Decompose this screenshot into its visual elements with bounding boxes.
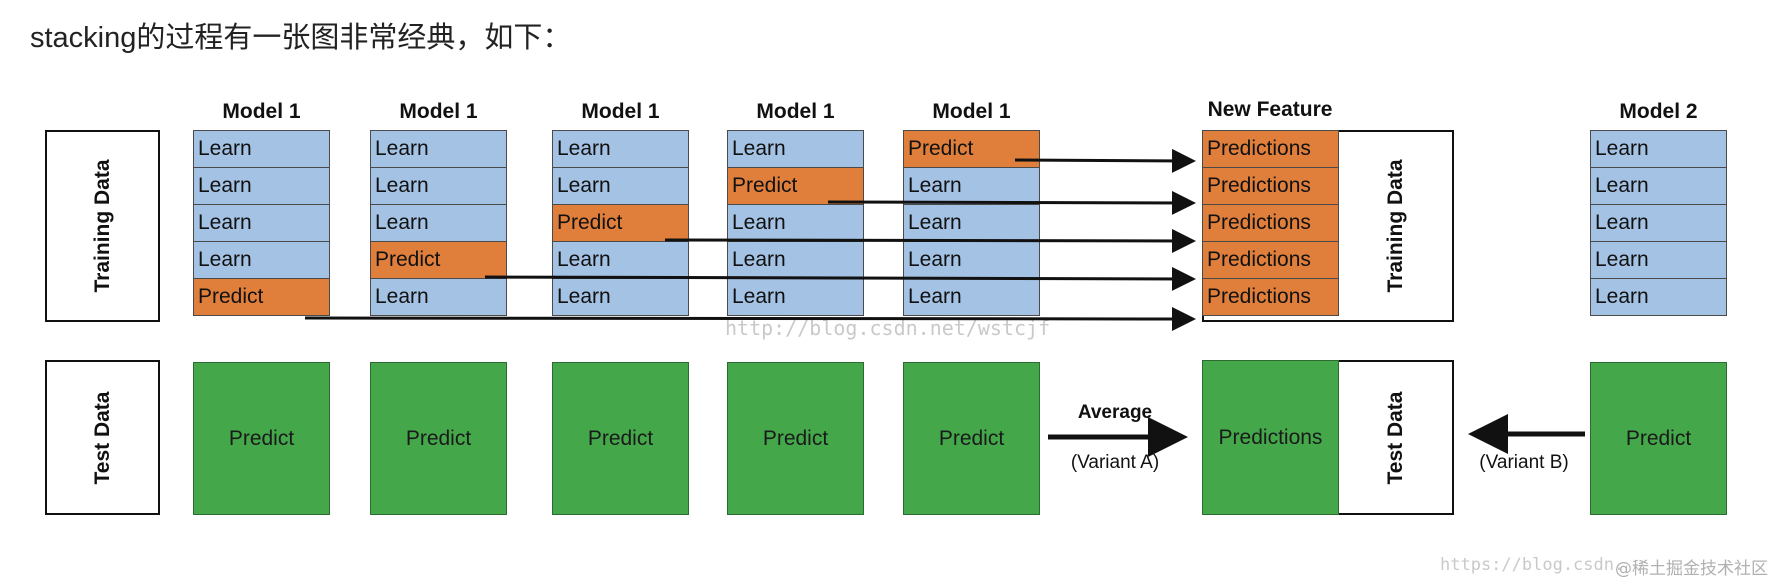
test-predict-box: Predict bbox=[903, 362, 1040, 515]
model1-train-column: Learn Learn Learn Learn Predict bbox=[193, 130, 330, 316]
intro-text: stacking的过程有一张图非常经典，如下： bbox=[30, 22, 572, 54]
model1-title: Model 1 bbox=[581, 100, 660, 123]
test-predict-box: Predict bbox=[370, 362, 507, 515]
fold-cell: Learn bbox=[903, 167, 1040, 205]
model1-title: Model 1 bbox=[222, 100, 301, 123]
new-feature-test-box: Predictions Test Data bbox=[1202, 360, 1454, 515]
new-feature-cell: Predictions bbox=[1202, 167, 1339, 205]
fold-cell: Learn bbox=[370, 167, 507, 205]
watermark-blog-url: http://blog.csdn.net/wstcjf bbox=[725, 316, 1051, 340]
fold-cell: Learn bbox=[727, 241, 864, 279]
model2-train-column: Learn Learn Learn Learn Learn bbox=[1590, 130, 1727, 316]
test-data-label: Test Data bbox=[90, 391, 114, 484]
test-predict-box: Predict bbox=[552, 362, 689, 515]
test-data-box: Test Data bbox=[45, 360, 160, 515]
fold-arrow bbox=[1014, 148, 1196, 173]
watermark-bottom-url: https://blog.csdn. bbox=[1440, 555, 1625, 575]
fold-cell: Learn bbox=[193, 241, 330, 279]
fold-cell: Predict bbox=[903, 130, 1040, 168]
model1-train-column: Learn Predict Learn Learn Learn bbox=[727, 130, 864, 316]
model2-test-predict-box: Predict bbox=[1590, 362, 1727, 515]
test-predict-box: Predict bbox=[193, 362, 330, 515]
new-feature-title: New Feature bbox=[1207, 98, 1333, 121]
variant-a-label: (Variant A) bbox=[1070, 452, 1160, 473]
variant-b-label: (Variant B) bbox=[1479, 452, 1569, 473]
training-data-label-right: Training Data bbox=[1383, 159, 1407, 293]
test-data-label-right: Test Data bbox=[1383, 391, 1407, 484]
fold-cell: Predict bbox=[370, 241, 507, 279]
model2-cell: Learn bbox=[1590, 204, 1727, 242]
average-label: Average bbox=[1077, 402, 1153, 423]
model1-train-column: Predict Learn Learn Learn Learn bbox=[903, 130, 1040, 316]
fold-cell: Learn bbox=[193, 204, 330, 242]
new-feature-training-box: Predictions Predictions Predictions Pred… bbox=[1202, 130, 1454, 322]
fold-cell: Learn bbox=[903, 204, 1040, 242]
new-feature-cell: Predictions bbox=[1202, 241, 1339, 279]
test-predictions-box: Predictions bbox=[1202, 360, 1339, 515]
fold-cell: Learn bbox=[552, 278, 689, 316]
fold-cell: Learn bbox=[370, 278, 507, 316]
new-feature-cell: Predictions bbox=[1202, 130, 1339, 168]
model2-cell: Learn bbox=[1590, 241, 1727, 279]
fold-cell: Learn bbox=[903, 278, 1040, 316]
fold-cell: Learn bbox=[193, 167, 330, 205]
fold-cell: Learn bbox=[727, 130, 864, 168]
new-feature-cell: Predictions bbox=[1202, 204, 1339, 242]
test-predict-box: Predict bbox=[727, 362, 864, 515]
fold-cell: Predict bbox=[552, 204, 689, 242]
new-feature-cell: Predictions bbox=[1202, 278, 1339, 316]
training-data-box: Training Data bbox=[45, 130, 160, 322]
fold-cell: Predict bbox=[193, 278, 330, 316]
model2-cell: Learn bbox=[1590, 278, 1727, 316]
training-data-label: Training Data bbox=[90, 159, 114, 293]
model1-title: Model 1 bbox=[756, 100, 835, 123]
fold-cell: Learn bbox=[552, 241, 689, 279]
fold-cell: Learn bbox=[370, 130, 507, 168]
model1-title: Model 1 bbox=[399, 100, 478, 123]
model2-title: Model 2 bbox=[1619, 100, 1698, 123]
fold-cell: Learn bbox=[552, 130, 689, 168]
fold-cell: Learn bbox=[193, 130, 330, 168]
watermark-community: @稀土掘金技术社区 bbox=[1615, 559, 1768, 579]
fold-cell: Learn bbox=[552, 167, 689, 205]
model2-cell: Learn bbox=[1590, 130, 1727, 168]
fold-cell: Learn bbox=[727, 204, 864, 242]
fold-cell: Learn bbox=[727, 278, 864, 316]
fold-cell: Predict bbox=[727, 167, 864, 205]
model1-train-column: Learn Learn Predict Learn Learn bbox=[552, 130, 689, 316]
model2-cell: Learn bbox=[1590, 167, 1727, 205]
model1-train-column: Learn Learn Learn Predict Learn bbox=[370, 130, 507, 316]
fold-cell: Learn bbox=[903, 241, 1040, 279]
fold-cell: Learn bbox=[370, 204, 507, 242]
model1-title: Model 1 bbox=[932, 100, 1011, 123]
